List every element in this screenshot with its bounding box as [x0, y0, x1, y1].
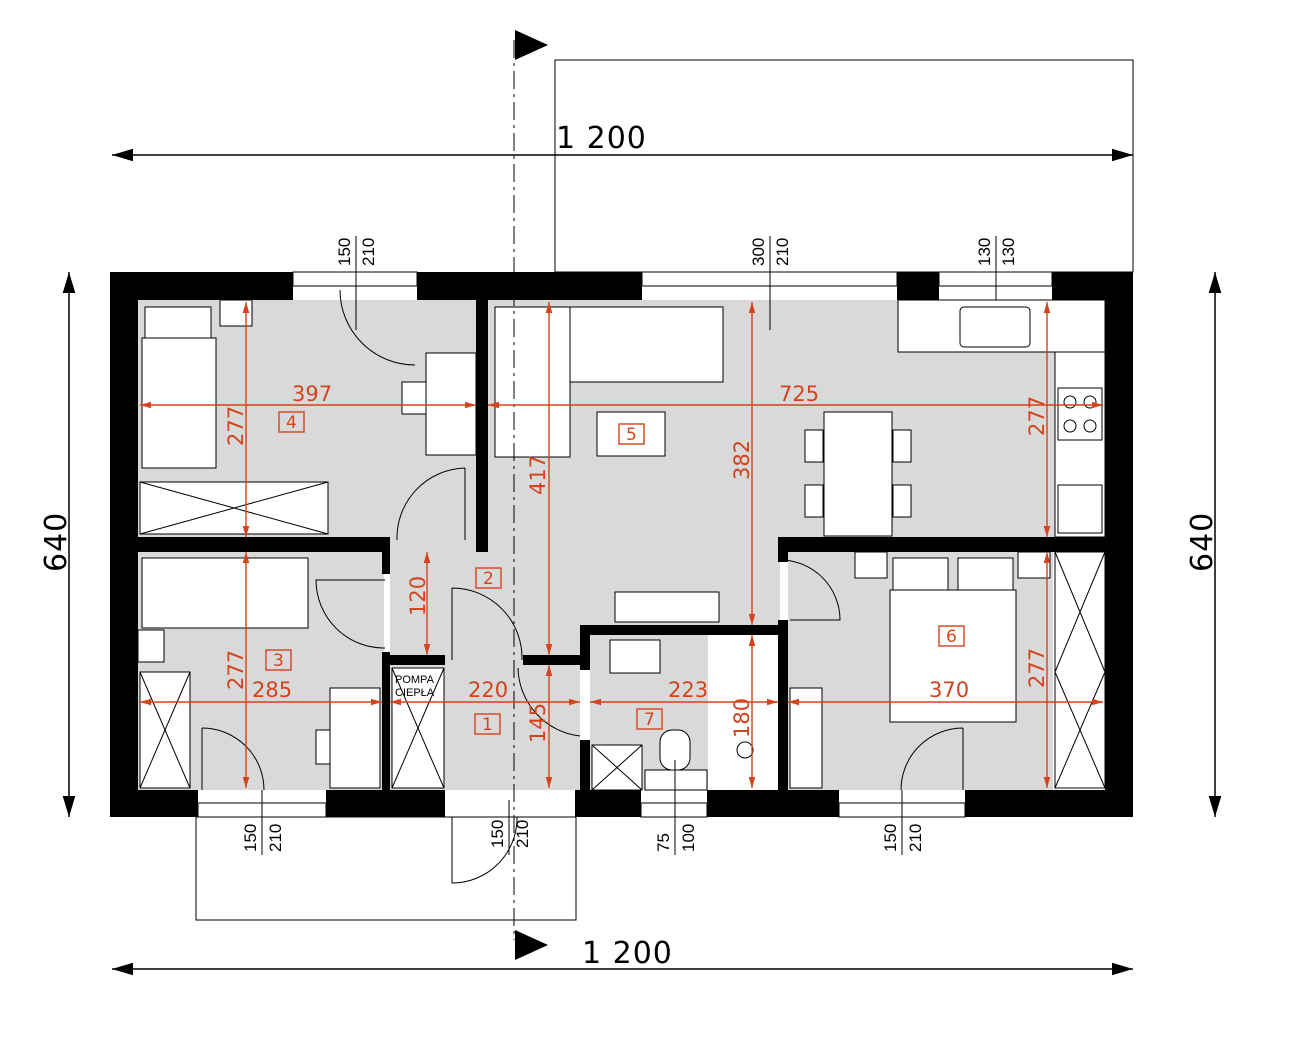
- heat-pump-label-2: CIEPŁA: [395, 687, 435, 699]
- svg-text:150: 150: [881, 824, 900, 852]
- svg-text:150: 150: [335, 238, 354, 266]
- room-number-3: 3: [273, 651, 284, 671]
- svg-text:145: 145: [526, 703, 550, 743]
- room-numbers: 4 5 2 3 1 7 6: [265, 411, 965, 735]
- overall-dimensions: 1 200 1 200 640 640: [39, 121, 1222, 976]
- wardrobe-room6: [1054, 551, 1106, 789]
- svg-text:220: 220: [468, 678, 508, 702]
- svg-text:150: 150: [488, 820, 507, 848]
- overall-width-bottom: 1 200: [582, 936, 673, 971]
- overall-depth-left: 640: [39, 512, 74, 572]
- room-number-1: 1: [482, 715, 493, 735]
- svg-text:210: 210: [359, 238, 378, 266]
- svg-text:210: 210: [906, 824, 925, 852]
- svg-text:277: 277: [1025, 396, 1049, 436]
- cooktop-icon: [1057, 387, 1103, 441]
- heat-pump-label-1: POMPA: [395, 674, 435, 686]
- svg-text:180: 180: [730, 698, 754, 738]
- tv-unit: [614, 591, 720, 623]
- walls: [110, 272, 1133, 817]
- doors: [201, 289, 964, 884]
- desk-room3: [329, 687, 381, 789]
- svg-text:130: 130: [999, 238, 1018, 266]
- dining-table: [823, 411, 893, 537]
- room-number-6: 6: [946, 627, 957, 647]
- room-dimension-lines: [140, 302, 1103, 788]
- shower-area: [708, 635, 780, 790]
- room-dimension-labels: 397 725 277 417 382 277 120 277 285 220 …: [224, 382, 1049, 743]
- svg-text:417: 417: [526, 455, 550, 495]
- svg-text:130: 130: [975, 238, 994, 266]
- svg-text:382: 382: [730, 440, 754, 480]
- svg-text:75: 75: [654, 833, 673, 852]
- room-number-4: 4: [286, 413, 297, 433]
- svg-text:100: 100: [679, 824, 698, 852]
- svg-text:223: 223: [668, 678, 708, 702]
- overall-width-top: 1 200: [556, 121, 647, 156]
- bed-room3: [141, 557, 309, 629]
- svg-text:397: 397: [292, 382, 332, 406]
- room-number-2: 2: [483, 569, 494, 589]
- svg-text:210: 210: [773, 238, 792, 266]
- svg-text:210: 210: [266, 824, 285, 852]
- washbasin-icon: [609, 639, 661, 674]
- desk-room4: [425, 352, 477, 456]
- room-number-7: 7: [644, 710, 655, 730]
- svg-text:370: 370: [929, 678, 969, 702]
- svg-text:277: 277: [224, 406, 248, 446]
- svg-text:285: 285: [252, 678, 292, 702]
- svg-text:277: 277: [1025, 648, 1049, 688]
- svg-text:150: 150: [241, 824, 260, 852]
- svg-text:120: 120: [406, 576, 430, 616]
- sink-icon: [959, 306, 1031, 348]
- section-marker-bottom: [515, 930, 548, 960]
- coffee-table: [596, 411, 666, 457]
- room-number-5: 5: [626, 425, 637, 445]
- window-labels: 150 210 300 210 130 130 150 210 150 210 …: [241, 236, 1018, 855]
- overall-depth-right: 640: [1185, 512, 1220, 572]
- svg-text:210: 210: [513, 820, 532, 848]
- section-marker-top: [515, 30, 548, 60]
- svg-text:277: 277: [224, 650, 248, 690]
- roof-outline: [554, 59, 1134, 273]
- svg-text:300: 300: [749, 238, 768, 266]
- svg-text:725: 725: [779, 382, 819, 406]
- bed-room4: [141, 337, 217, 469]
